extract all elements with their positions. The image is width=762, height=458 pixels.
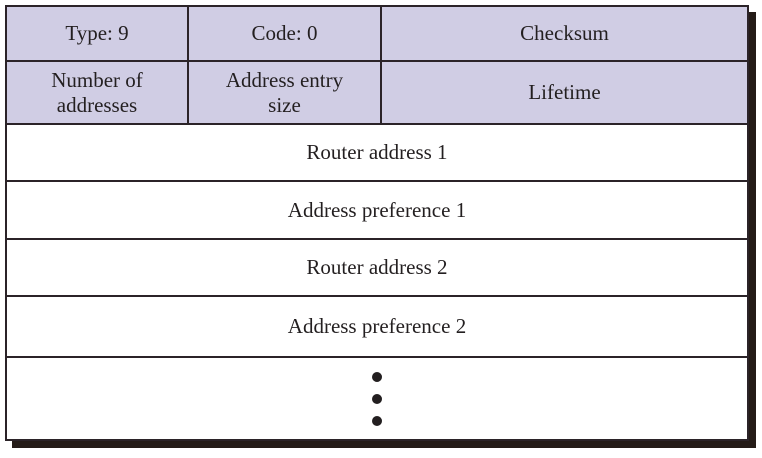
field-address-preference-1: Address preference 1: [7, 182, 747, 240]
field-router-address-1: Router address 1: [7, 125, 747, 182]
header-row-2: Number of addresses Address entry size L…: [7, 62, 747, 125]
field-address-preference-2: Address preference 2: [7, 297, 747, 358]
ellipsis-dot: [372, 371, 382, 382]
ellipsis-dot: [372, 415, 382, 426]
field-router-address-2: Router address 2: [7, 240, 747, 297]
field-code: Code: 0: [187, 7, 380, 60]
field-type: Type: 9: [65, 21, 129, 46]
header-row-1: Type: 9 Code: 0 Checksum: [7, 7, 747, 62]
ellipsis-dot: [372, 393, 382, 404]
field-checksum: Checksum: [380, 7, 747, 60]
field-number-of-addresses: Number of addresses: [51, 67, 143, 117]
vertical-ellipsis-icon: [7, 358, 747, 439]
packet-box: Type: 9 Code: 0 Checksum Number of addre…: [5, 5, 749, 441]
field-address-entry-size: Address entry size: [187, 62, 380, 123]
field-lifetime: Lifetime: [380, 62, 747, 123]
